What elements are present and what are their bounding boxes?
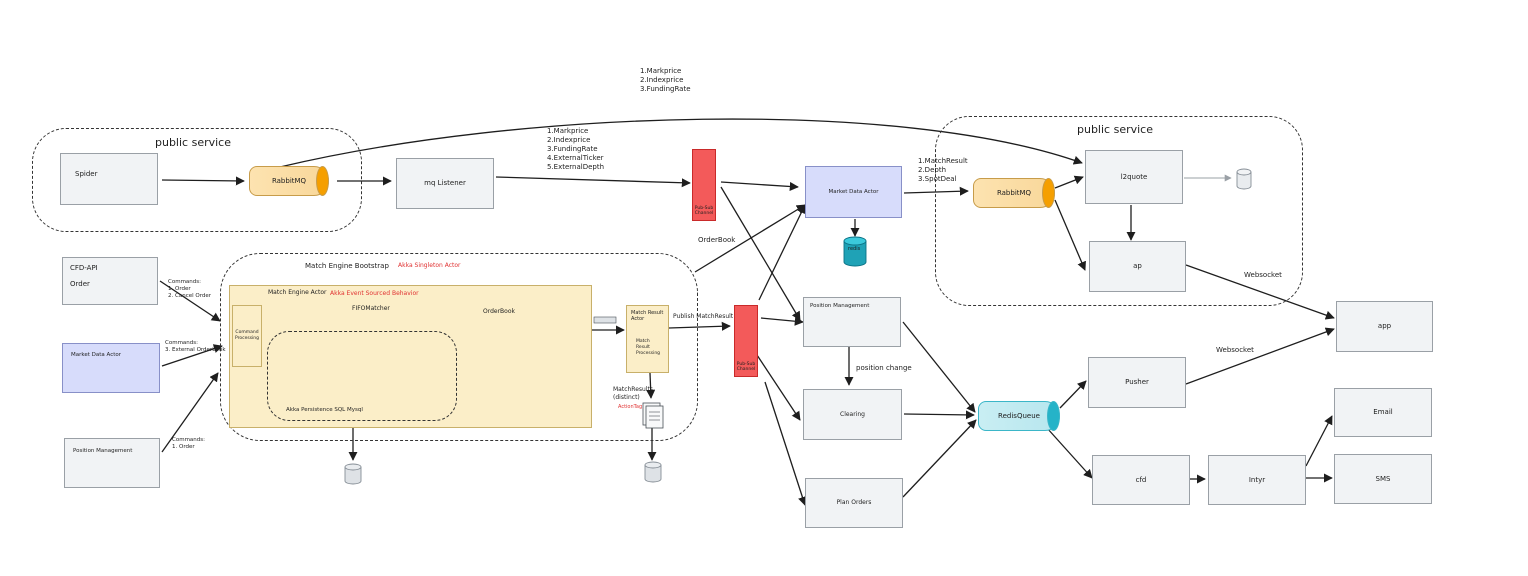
edge-intyr-email: [1305, 415, 1333, 467]
edge-pubsub-position: [720, 186, 801, 321]
websocket-mid-label: Websocket: [1216, 346, 1254, 354]
spider-node[interactable]: Spider: [60, 153, 158, 205]
position-management-mid-node[interactable]: Position Management: [803, 297, 901, 347]
edge-cfdapi-engine: [159, 280, 221, 322]
database-icon: [344, 463, 362, 485]
cfd-api-node[interactable]: CFD-API Order: [62, 257, 158, 305]
mq-to-pubsub-label: 1.Markprice 2.Indexprice 3.FundingRate 4…: [547, 127, 605, 172]
edge-rabbit-ap: [1054, 199, 1086, 271]
publish-matchresult-label: Publish MatchResult: [673, 313, 734, 320]
intyr-node[interactable]: Intyr: [1208, 455, 1306, 505]
orderbook-edge-label: OrderBook: [698, 236, 736, 244]
akka-event-sourced-note: Akka Event Sourced Behavior: [330, 290, 419, 297]
position-management-left-node[interactable]: Position Management: [64, 438, 160, 488]
database-icon: [644, 461, 662, 483]
commands-external-label: Commands: 3. External Orderbook: [165, 340, 226, 354]
match-engine-actor-panel: [229, 285, 592, 428]
edge-redisqueue-cfd: [1046, 427, 1093, 479]
akka-persistence-label: Akka Persistence SQL Mysql: [286, 407, 363, 413]
public-service-left-title: public service: [155, 136, 231, 149]
edge-listener-pubsub: [495, 176, 691, 188]
edge-ap-app: [1185, 264, 1335, 320]
command-processing-box: Command Processing: [232, 305, 262, 367]
match-engine-actor-title: Match Engine Actor: [268, 289, 327, 296]
rabbitmq-left-node[interactable]: RabbitMQ: [249, 166, 329, 196]
cfd-api-title: CFD-API: [70, 264, 98, 272]
match-result-processing-label: Match Result Processing: [636, 339, 661, 356]
edge-redisqueue-pusher: [1059, 380, 1087, 409]
l2quote-node[interactable]: l2quote: [1085, 150, 1183, 204]
public-service-left-group: [32, 128, 362, 232]
action-tag-label: ActionTag: [618, 404, 643, 410]
edge-position-redisqueue: [902, 321, 976, 413]
edge-plan-redisqueue: [902, 419, 977, 498]
pubsub-channel-top[interactable]: Pub-Sub Channel: [692, 149, 716, 221]
redis-small-label: redis: [848, 246, 861, 252]
top-list-label: 1.Markprice 2.Indexprice 3.FundingRate: [640, 67, 691, 94]
match-results-label: MatchResults (distinct): [613, 386, 653, 401]
edge-market-rabbit: [903, 186, 969, 196]
match-engine-bootstrap-title: Match Engine Bootstrap: [305, 262, 389, 270]
edge-bootstrap-market: [694, 204, 806, 273]
orderbook-inner-label: OrderBook: [483, 308, 515, 315]
ap-node[interactable]: ap: [1089, 241, 1186, 292]
redis-database-icon: [843, 236, 867, 267]
cfd-api-subtitle: Order: [70, 279, 90, 288]
rabbitmq-right-node[interactable]: RabbitMQ: [973, 178, 1055, 208]
edge-market-engine: [161, 344, 223, 367]
edge-pubsub2-clearing: [754, 351, 801, 421]
fifo-matcher-label: FIFOMatcher: [352, 305, 390, 312]
mq-listener-node[interactable]: mq Listener: [396, 158, 494, 209]
clearing-node[interactable]: Clearing: [803, 389, 902, 440]
redisqueue-node[interactable]: RedisQueue: [978, 401, 1060, 431]
edge-result-doc: [646, 372, 656, 399]
public-service-right-group: [935, 116, 1303, 306]
position-change-label: position change: [856, 364, 912, 372]
sms-node[interactable]: SMS: [1334, 454, 1432, 504]
commands-orders-label: Commands: 1. Order 2. Cancel Order: [168, 279, 212, 300]
market-data-actor-left-node[interactable]: Market Data Actor: [62, 343, 160, 393]
plan-orders-node[interactable]: Plan Orders: [805, 478, 903, 528]
app-node[interactable]: app: [1336, 301, 1433, 352]
market-to-rabbit-label: 1.MatchResult 2.Depth 3.SpotDeal: [918, 157, 968, 184]
websocket-top-label: Websocket: [1244, 271, 1282, 279]
match-engine-bootstrap-group: [220, 253, 698, 441]
edge-clearing-redisqueue: [903, 410, 975, 420]
pubsub-channel-bottom[interactable]: Pub-Sub Channel: [734, 305, 758, 377]
market-data-actor-mid-node[interactable]: Market Data Actor: [805, 166, 902, 218]
email-node[interactable]: Email: [1334, 388, 1432, 437]
commands-position-label: Commands: 1. Order: [172, 437, 205, 451]
edge-result-pubsub: [668, 321, 731, 331]
akka-persistence-group: [267, 331, 457, 421]
edge-pubsub-market: [720, 181, 799, 192]
edge-pubsub2-position: [760, 316, 804, 326]
edge-rabbit-l2quote-2: [1054, 175, 1084, 189]
database-icon: [1236, 168, 1252, 190]
akka-singleton-note: Akka Singleton Actor: [398, 262, 461, 269]
edge-pubsub2-plan: [764, 381, 807, 506]
public-service-right-title: public service: [1077, 123, 1153, 136]
edge-spider-rabbit: [161, 176, 245, 186]
edge-pusher-app: [1185, 327, 1335, 385]
edge-rabbit-l2quote: [279, 118, 1083, 168]
edge-position-engine: [161, 372, 219, 453]
pusher-node[interactable]: Pusher: [1088, 357, 1186, 408]
cfd-node[interactable]: cfd: [1092, 455, 1190, 505]
edge-pubsub2-market: [758, 204, 806, 301]
match-result-actor-box: Match Result Actor: [626, 305, 669, 373]
